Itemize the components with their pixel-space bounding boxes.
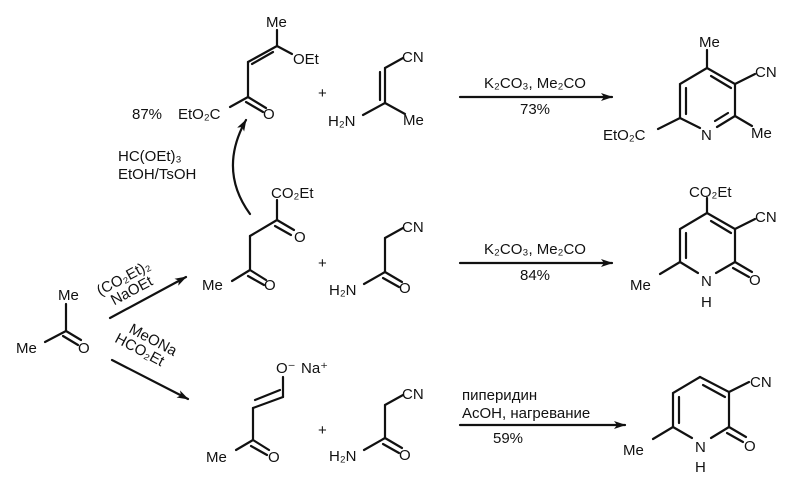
plus-sign: + xyxy=(318,255,327,272)
oxygen-label: O xyxy=(399,280,411,297)
reaction-arrow xyxy=(108,275,188,320)
nitrile-label: CN xyxy=(750,374,772,391)
methyl-label: Me xyxy=(16,340,37,357)
oxygen-label: O xyxy=(744,438,756,455)
conditions-label: K₂CO₃, Me₂CO xyxy=(484,75,586,92)
oxygen-label: O xyxy=(263,106,275,123)
nitrile-label: CN xyxy=(755,64,777,81)
amino-label: H₂N xyxy=(329,282,357,299)
oxygen-label: O xyxy=(78,340,90,357)
conditions-label: пиперидин xyxy=(462,387,537,404)
reaction-arrow xyxy=(110,358,190,401)
oxide-label: O⁻ xyxy=(276,360,296,377)
pyridone-ester-product-structure: CO₂Et CN O N H Me xyxy=(630,184,777,311)
methyl-label: Me xyxy=(266,14,287,31)
ester-label: CO₂Et xyxy=(271,185,314,202)
hydrogen-label: H xyxy=(695,459,706,476)
curved-reaction-arrow xyxy=(231,118,252,216)
ester-label: EtO₂C xyxy=(178,106,221,123)
cyanoacetamide-structure: CN H₂N O xyxy=(329,386,424,465)
methyl-label: Me xyxy=(699,34,720,51)
acetone-structure: Me Me O xyxy=(16,287,90,357)
oxygen-label: O xyxy=(749,272,761,289)
yield-label: 87% xyxy=(132,106,162,123)
plus-sign: + xyxy=(318,422,327,439)
cyanoacetamide-structure: CN H₂N O xyxy=(329,219,424,299)
pyridone-product-structure: CN O N H Me xyxy=(623,374,772,476)
amino-label: H₂N xyxy=(329,448,357,465)
methyl-label: Me xyxy=(630,277,651,294)
methyl-label: Me xyxy=(403,112,424,129)
ester-label: CO₂Et xyxy=(689,184,732,201)
plus-sign: + xyxy=(318,85,327,102)
reagent-label: EtOH/TsOH xyxy=(118,166,196,183)
yield-label: 73% xyxy=(520,101,550,118)
nitrogen-label: N xyxy=(701,273,712,290)
sodium-label: Na⁺ xyxy=(301,360,328,377)
oxygen-label: O xyxy=(268,449,280,466)
conditions-label: AcOH, нагревание xyxy=(462,405,590,422)
nitrile-label: CN xyxy=(402,49,424,66)
reagent-label: HC(OEt)₃ xyxy=(118,148,182,165)
enolate-structure: O⁻ Na⁺ Me O xyxy=(206,360,328,466)
pyridine-product-structure: Me CN Me N EtO₂C xyxy=(603,34,777,144)
methyl-label: Me xyxy=(202,277,223,294)
oxygen-label: O xyxy=(294,229,306,246)
nitrile-label: CN xyxy=(755,209,777,226)
methyl-label: Me xyxy=(206,449,227,466)
amino-label: H₂N xyxy=(328,113,356,130)
nitrogen-label: N xyxy=(695,439,706,456)
oxygen-label: O xyxy=(399,447,411,464)
nitrile-label: CN xyxy=(402,386,424,403)
oxygen-label: O xyxy=(264,277,276,294)
ethoxy-label: OEt xyxy=(293,51,320,68)
nitrogen-label: N xyxy=(701,127,712,144)
enol-ether-structure: Me OEt O EtO₂C 87% xyxy=(132,14,320,123)
methyl-label: Me xyxy=(58,287,79,304)
yield-label: 59% xyxy=(493,430,523,447)
methyl-label: Me xyxy=(751,125,772,142)
yield-label: 84% xyxy=(520,267,550,284)
hydrogen-label: H xyxy=(701,294,712,311)
nitrile-label: CN xyxy=(402,219,424,236)
methyl-label: Me xyxy=(623,442,644,459)
ester-label: EtO₂C xyxy=(603,127,646,144)
upper-branch-reagents: (CO₂Et)₂ NaOEt xyxy=(94,257,157,309)
diketoester-structure: CO₂Et O Me O xyxy=(202,185,314,294)
enaminonitrile-structure: CN H₂N Me xyxy=(328,49,424,130)
conditions-label: K₂CO₃, Me₂CO xyxy=(484,241,586,258)
